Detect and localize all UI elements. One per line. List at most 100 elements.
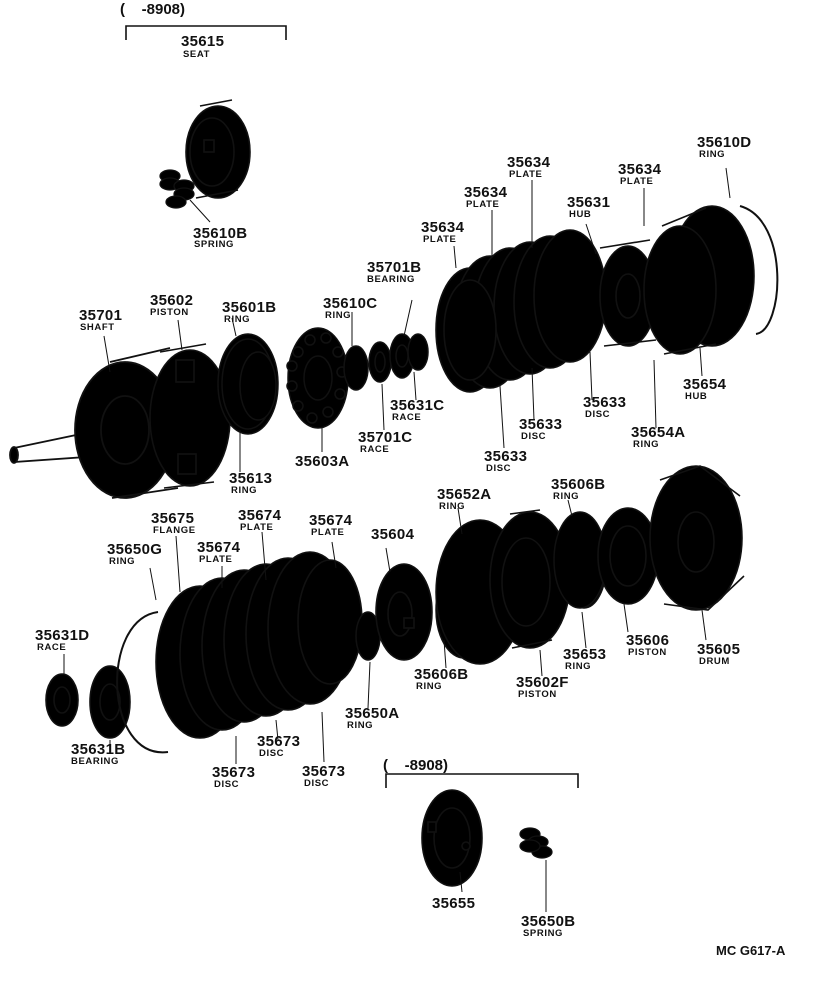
part-number: 35650B (521, 913, 576, 930)
race-35631C-drawing (407, 333, 429, 371)
part-name: FLANGE (153, 525, 196, 536)
part-number: 35650G (107, 541, 163, 558)
part-number: 35631C (390, 397, 445, 414)
part-name: RING (347, 720, 374, 731)
part-number: 35606B (414, 666, 469, 683)
part-name: PLATE (466, 199, 500, 210)
part-number: 35675 (151, 510, 195, 527)
part-number: 35674 (238, 507, 282, 524)
part-number: 35615 (181, 33, 225, 50)
clutch-pack-upper-drawing (435, 229, 607, 393)
part-name: RING (416, 681, 443, 692)
part-number: 35701B (367, 259, 422, 276)
part-35604-drawing (375, 563, 433, 661)
part-number: 35674 (309, 512, 353, 529)
part-number: 35603A (295, 453, 350, 470)
ring-35650G-drawing (116, 611, 169, 754)
part-number: 35701C (358, 429, 413, 446)
part-name: PLATE (199, 554, 233, 565)
part-number: 35606B (551, 476, 606, 493)
part-name: RING (699, 149, 726, 160)
part-number: 35605 (697, 641, 741, 658)
spring-35610B-drawing (159, 169, 195, 209)
part-name: PLATE (620, 176, 654, 187)
part-number: 35610C (323, 295, 378, 312)
part-number: 35653 (563, 646, 607, 663)
part-name: DISC (214, 779, 240, 790)
part-name: PISTON (150, 307, 189, 318)
part-number: 35654A (631, 424, 686, 441)
part-number: 35631D (35, 627, 90, 644)
part-name: RING (325, 310, 352, 321)
part-number: 35601B (222, 299, 277, 316)
part-name: BEARING (367, 274, 416, 285)
piston-35602-drawing (149, 343, 231, 489)
part-number: 35634 (421, 219, 465, 236)
part-number: 35652A (437, 486, 492, 503)
part-name: SPRING (523, 928, 564, 939)
part-name: PISTON (518, 689, 557, 700)
part-name: PLATE (311, 527, 345, 538)
shaft-35701-drawing (9, 347, 179, 499)
part-name: RING (565, 661, 592, 672)
spring-retainer-35603A-drawing (286, 327, 349, 429)
part-35655-drawing (421, 789, 483, 887)
part-number: 35650A (345, 705, 400, 722)
part-number: 35602F (516, 674, 569, 691)
part-name: HUB (569, 209, 592, 220)
part-name: SHAFT (80, 322, 115, 333)
part-name: DISC (259, 748, 285, 759)
race-35701C-drawing (368, 341, 392, 383)
part-name: RACE (37, 642, 67, 653)
part-name: DISC (304, 778, 330, 789)
part-name: RING (439, 501, 466, 512)
part-name: SEAT (183, 49, 211, 60)
ring-35610C-drawing (343, 345, 369, 391)
part-name: PLATE (240, 522, 274, 533)
part-number: 35701 (79, 307, 123, 324)
drum-35605-drawing (649, 465, 745, 611)
part-number: 35634 (464, 184, 508, 201)
part-name: RING (553, 491, 580, 502)
spring-35650B-drawing (519, 827, 553, 859)
part-number: 35673 (302, 763, 346, 780)
part-name: DISC (585, 409, 611, 420)
part-number: 35631B (71, 741, 126, 758)
part-number: 35633 (519, 416, 563, 433)
part-name: BEARING (71, 756, 120, 767)
part-number: 35633 (484, 448, 528, 465)
part-number: 35655 (432, 895, 476, 912)
part-name: PLATE (423, 234, 457, 245)
race-35631D-drawing (45, 673, 79, 727)
bottom-bracket (385, 773, 579, 788)
part-number: 35606 (626, 632, 670, 649)
part-number: 35631 (567, 194, 611, 211)
part-number: 35610D (697, 134, 752, 151)
part-name: RACE (360, 444, 390, 455)
part-number: 35634 (618, 161, 662, 178)
part-number: 35602 (150, 292, 194, 309)
part-number: 35610B (193, 225, 248, 242)
part-number: 35674 (197, 539, 241, 556)
part-name: DISC (486, 463, 512, 474)
part-name: RING (633, 439, 660, 450)
top-bracket (125, 25, 287, 40)
part-number: 35654 (683, 376, 727, 393)
part-number: 35673 (212, 764, 256, 781)
hub-35654-drawing (643, 205, 755, 355)
part-name: DISC (521, 431, 547, 442)
part-name: DRUM (699, 656, 730, 667)
part-name: SPRING (194, 239, 235, 250)
seat-35615-drawing (185, 99, 251, 199)
part-name: PLATE (509, 169, 543, 180)
part-number: 35633 (583, 394, 627, 411)
bearing-35631B-drawing (89, 665, 131, 739)
part-name: RING (224, 314, 251, 325)
part-number: 35604 (371, 526, 415, 543)
piston-35602F-drawing (489, 509, 571, 649)
part-number: 35613 (229, 470, 273, 487)
piston-35606-drawing (597, 507, 659, 605)
date-range-top: ( -8908) (120, 1, 186, 18)
